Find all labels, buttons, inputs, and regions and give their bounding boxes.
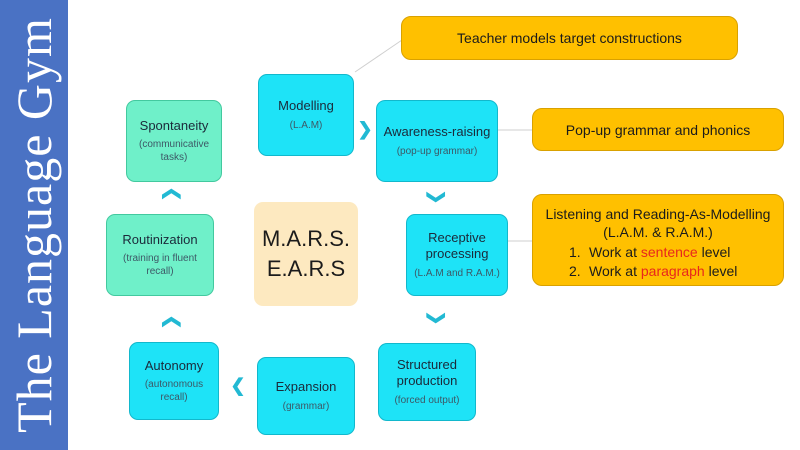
node-structured-production: Structured production (forced output): [378, 343, 476, 421]
arrow-down-icon: ❯: [427, 189, 447, 205]
center-box: M.A.R.S. E.A.R.S: [254, 202, 358, 306]
node-receptive-title1: Receptive: [428, 230, 486, 245]
node-awareness-title: Awareness-raising: [383, 124, 491, 139]
node-autonomy: Autonomy (autonomous recall): [129, 342, 219, 420]
callout-listening-item-2: 2.Work at paragraph level: [569, 263, 738, 279]
node-modelling-sub: (L.A.M): [289, 120, 323, 131]
node-awareness-raising: Awareness-raising (pop-up grammar): [376, 100, 498, 182]
node-structured-title1: Structured: [397, 357, 457, 372]
node-awareness-sub: (pop-up grammar): [396, 146, 478, 157]
node-modelling-title: Modelling: [278, 98, 334, 113]
center-line1: M.A.R.S.: [261, 226, 350, 251]
node-expansion-title: Expansion: [275, 379, 337, 394]
node-autonomy-title: Autonomy: [144, 358, 204, 373]
node-expansion-sub: (grammar): [282, 401, 330, 412]
sidebar: The Language Gym: [0, 0, 68, 450]
node-modelling: Modelling (L.A.M): [258, 74, 354, 156]
node-autonomy-sub2: recall): [160, 392, 188, 403]
node-routinization-sub2: recall): [146, 266, 174, 277]
callout-popup-text: Pop-up grammar and phonics: [565, 121, 751, 138]
connector-teacher: [354, 39, 403, 73]
node-spontaneity-sub1: (communicative: [138, 139, 210, 150]
node-receptive-sub: (L.A.M and R.A.M.): [414, 268, 500, 279]
arrow-right-icon: ❯: [357, 119, 373, 139]
arrow-up-icon: ❯: [160, 186, 180, 202]
node-spontaneity: Spontaneity (communicative tasks): [126, 100, 222, 182]
node-spontaneity-sub2: tasks): [160, 152, 188, 163]
callout-listening-item-1: 1.Work at sentence level: [569, 244, 731, 260]
highlight-paragraph: paragraph: [640, 263, 705, 279]
node-routinization-title: Routinization: [122, 232, 198, 247]
node-receptive-processing: Receptive processing (L.A.M and R.A.M.): [406, 214, 508, 296]
callout-popup: Pop-up grammar and phonics: [532, 108, 784, 151]
arrow-up-icon: ❯: [160, 314, 180, 330]
node-routinization: Routinization (training in fluent recall…: [106, 214, 214, 296]
callout-listening-title: Listening and Reading-As-Modelling: [545, 206, 771, 222]
node-expansion: Expansion (grammar): [257, 357, 355, 435]
callout-listening-subtitle: (L.A.M. & R.A.M.): [603, 224, 713, 240]
node-routinization-sub1: (training in fluent: [123, 253, 197, 264]
callout-listening: Listening and Reading-As-Modelling (L.A.…: [532, 194, 784, 286]
node-structured-title2: production: [396, 373, 458, 388]
node-spontaneity-title: Spontaneity: [139, 118, 209, 133]
callout-teacher: Teacher models target constructions: [401, 16, 738, 60]
highlight-sentence: sentence: [640, 244, 698, 260]
center-line2: E.A.R.S: [266, 256, 346, 281]
arrow-down-icon: ❯: [427, 310, 447, 326]
arrow-left-icon: ❯: [230, 378, 246, 398]
callout-teacher-text: Teacher models target constructions: [457, 30, 682, 46]
node-receptive-title2: processing: [425, 246, 489, 261]
node-autonomy-sub1: (autonomous: [144, 379, 204, 390]
node-structured-sub: (forced output): [394, 395, 460, 406]
